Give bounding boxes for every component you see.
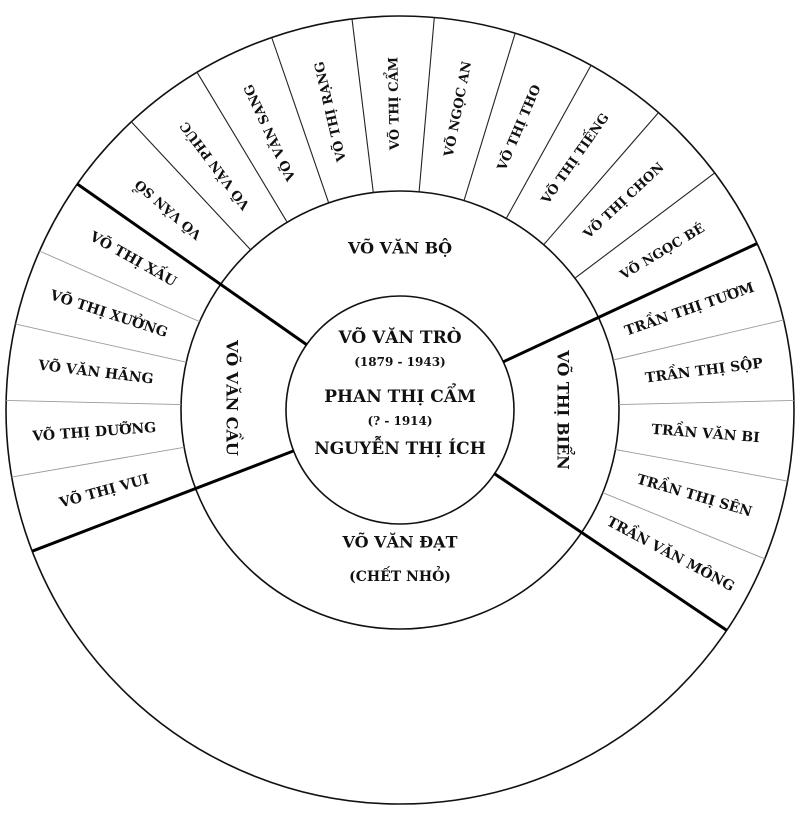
grandchild-label-bien-3: TRẦN THỊ SÊN <box>635 468 755 521</box>
sector-divider-dat-cau <box>31 449 295 553</box>
grandchild-divider-bien <box>618 399 794 406</box>
sector-divider-bien-dat <box>493 472 728 632</box>
grandchild-label-bo-3: VÕ THỊ RẠNG <box>311 60 350 164</box>
grandchild-label-bo-5: VÕ NGỌC AN <box>441 60 475 159</box>
grandchild-label-bo-0: VÕ VĂN SỔ <box>130 176 206 245</box>
child-label-bien: VÕ THỊ BIỂN <box>554 349 577 470</box>
center-line-1: (1879 - 1943) <box>354 355 446 369</box>
grandchild-divider-bo <box>543 112 659 246</box>
grandchild-divider-bo <box>351 18 374 193</box>
grandchild-label-bo-8: VÕ THỊ CHON <box>580 159 668 242</box>
child-label-bo: VÕ VĂN BỘ <box>347 237 452 258</box>
grandchild-label-bien-0: TRẦN THỊ TƯƠM <box>621 276 756 339</box>
grandchild-label-cau-0: VÕ THỊ VUI <box>56 469 151 512</box>
grandchild-divider-bo <box>196 72 288 223</box>
grandchild-label-bo-7: VÕ THỊ TIẾNG <box>536 109 613 208</box>
sector-divider-bo-bien <box>502 242 758 364</box>
grandchild-divider-bo <box>418 17 435 192</box>
grandchild-label-cau-3: VÕ THỊ XƯỞNG <box>47 283 171 341</box>
grandchild-divider-bo <box>505 65 592 219</box>
grandchild-divider-bo <box>463 33 516 201</box>
grandchild-label-cau-2: VÕ VĂN HÃNG <box>36 354 154 387</box>
child-label-dat: VÕ VĂN ĐẠT <box>342 531 458 552</box>
grandchild-label-bien-4: TRẦN VĂN MÔNG <box>604 510 739 595</box>
grandchild-divider-cau <box>39 250 200 323</box>
grandchild-label-cau-4: VÕ THỊ XẤU <box>86 225 181 290</box>
grandchild-divider-bien <box>602 492 765 560</box>
grandchild-divider-cau <box>11 446 185 478</box>
grandchild-divider-cau <box>15 323 187 363</box>
grandchild-label-cau-1: VÕ THỊ DƯỠNG <box>31 417 157 445</box>
grandchild-divider-cau <box>6 399 182 406</box>
center-line-2: PHAN THỊ CẨM <box>324 382 476 407</box>
center-line-4: NGUYỄN THỊ ÍCH <box>314 436 486 459</box>
grandchild-divider-bien <box>613 319 784 361</box>
middle-ring <box>180 190 620 630</box>
center-line-0: VÕ VĂN TRÒ <box>337 326 461 348</box>
grandchild-label-bien-2: TRẦN VĂN BI <box>651 418 761 446</box>
grandchild-divider-bo <box>130 121 252 251</box>
child-label-cau: VÕ VĂN CẦU <box>223 339 245 456</box>
grandchild-divider-bien <box>615 449 788 482</box>
sector-divider-cau-bo <box>76 182 308 346</box>
grandchild-divider-bo <box>271 37 330 204</box>
inner-ring <box>285 295 515 525</box>
grandchild-label-bien-1: TRẦN THỊ SỘP <box>644 352 765 387</box>
center-line-3: (? - 1914) <box>367 414 432 428</box>
grandchild-divider-bo <box>574 172 716 279</box>
grandchild-label-bo-6: VÕ THỊ THO <box>494 82 545 173</box>
outer-ring <box>5 15 795 805</box>
grandchild-label-bo-4: VÕ THỊ CẨM <box>382 57 403 151</box>
child-note-dat: (CHẾT NHỎ) <box>349 565 451 585</box>
grandchild-label-bo-1: VÕ VĂN PHÚC <box>176 118 254 214</box>
grandchild-label-bo-2: VÕ VĂN SANG <box>240 82 300 185</box>
